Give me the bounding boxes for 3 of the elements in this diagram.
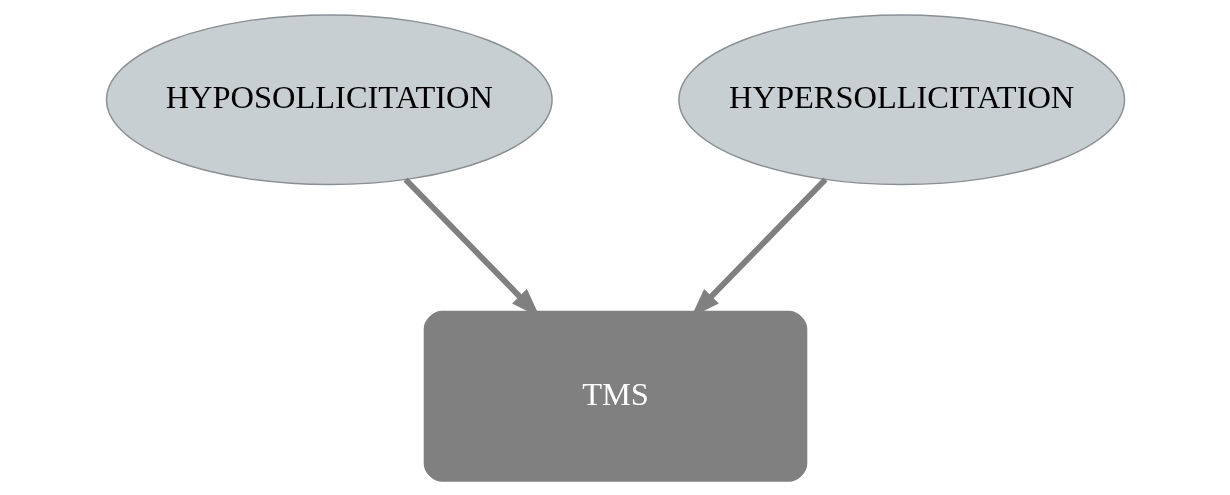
node-box: TMS: [423, 310, 807, 482]
node-ellipse: HYPERSOLLICITATION: [677, 13, 1125, 185]
node-ellipse: HYPOSOLLICITATION: [105, 13, 553, 185]
